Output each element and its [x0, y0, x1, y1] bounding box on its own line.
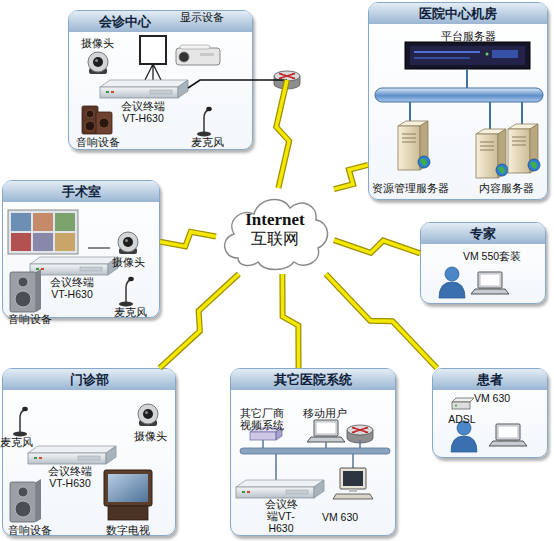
tv-symbol — [104, 470, 152, 520]
projector-symbol — [176, 45, 220, 65]
lightning-link — [334, 240, 420, 253]
person-symbol — [451, 421, 477, 452]
lightning-link — [276, 80, 289, 188]
lightning-link — [282, 274, 298, 368]
rack-server — [405, 42, 530, 69]
wireless-link — [282, 274, 298, 368]
panel-title: 手术室 — [62, 183, 101, 201]
terminal-symbol — [28, 446, 116, 464]
camera-symbol — [88, 52, 108, 74]
panel-title: 专家 — [470, 225, 496, 243]
lightning-link — [326, 274, 437, 368]
lightning-outline — [160, 274, 239, 368]
server-symbol — [398, 121, 430, 170]
network-cable — [253, 79, 287, 81]
server-symbol — [476, 129, 508, 178]
wireless-link — [334, 165, 368, 189]
vendor-device — [250, 428, 282, 440]
panel-header: 医院中心机房 — [369, 3, 547, 24]
cloud-title: Internet — [245, 210, 304, 229]
panel-title: 其它医院系统 — [274, 371, 352, 389]
microphone-symbol — [13, 407, 28, 437]
server-symbol — [508, 124, 540, 173]
lightning-link — [334, 165, 368, 189]
laptop-symbol — [307, 420, 345, 442]
terminal-symbol — [100, 80, 188, 98]
lightning-outline — [160, 232, 216, 247]
wireless-link — [253, 80, 289, 188]
panel-header: 专家 — [421, 223, 545, 244]
lightning-outline — [334, 240, 420, 253]
panel-header: 手术室 — [3, 181, 159, 202]
wireless-link — [160, 274, 239, 368]
panel-title: 会诊中心 — [99, 13, 151, 31]
speaker-symbol — [82, 106, 112, 134]
lightning-outline — [326, 274, 437, 368]
panel-header: 门诊部 — [3, 369, 175, 390]
panel-header: 会诊中心 — [69, 11, 252, 32]
terminal-symbol — [30, 257, 118, 275]
network-bus — [375, 69, 543, 129]
leader-line — [88, 248, 110, 249]
camera-symbol — [138, 404, 158, 426]
cloud-shape — [225, 199, 328, 269]
lightning-link — [160, 232, 216, 247]
panel-title: 患者 — [477, 371, 503, 389]
network-cable — [188, 80, 253, 88]
cloud-subtitle: 互联网 — [251, 229, 299, 248]
wireless-link — [160, 232, 216, 247]
cloud-text-box: Internet互联网 — [216, 188, 334, 274]
speaker-symbol — [10, 269, 41, 312]
wireless-link — [326, 274, 437, 368]
microphone-symbol — [119, 277, 134, 307]
panel-title: 医院中心机房 — [419, 5, 497, 23]
laptop-symbol — [489, 424, 527, 446]
lightning-outline — [276, 80, 289, 188]
panel-header: 其它医院系统 — [231, 369, 395, 390]
internet-cloud: Internet互联网 — [216, 188, 334, 274]
person-symbol — [439, 267, 465, 298]
adsl-modem — [452, 398, 474, 409]
speaker-symbol — [10, 479, 41, 522]
camera-symbol — [118, 232, 138, 254]
wireless-link — [334, 240, 420, 253]
laptop-symbol — [471, 272, 509, 294]
lightning-link — [160, 274, 239, 368]
microphone-symbol — [197, 107, 212, 137]
projection-screen — [140, 36, 166, 80]
video-wall — [8, 210, 78, 254]
pc-symbol — [333, 468, 373, 499]
panel-title: 门诊部 — [70, 371, 109, 389]
lan-bus — [240, 440, 390, 480]
lightning-outline — [334, 165, 368, 189]
lightning-outline — [282, 274, 298, 368]
panel-header: 患者 — [433, 369, 547, 390]
terminal-symbol — [236, 480, 324, 498]
